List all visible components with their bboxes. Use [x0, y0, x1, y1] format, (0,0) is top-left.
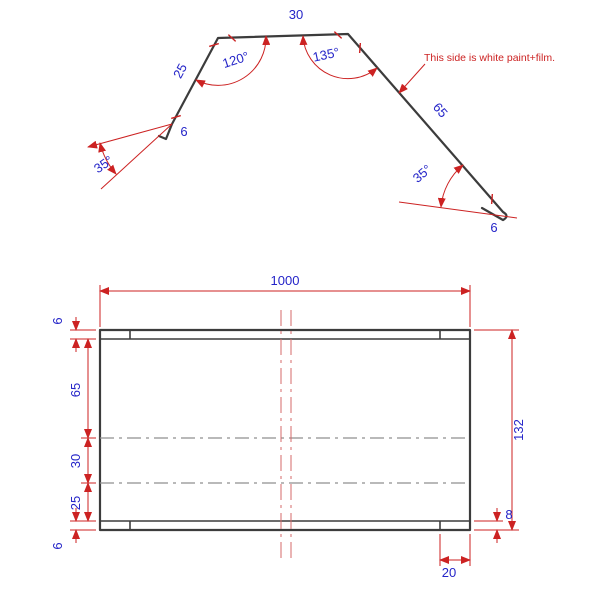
profile-dim-30-label: 30 — [289, 7, 303, 22]
plan-dim-30-label: 30 — [68, 454, 83, 468]
note-leader-line — [398, 63, 426, 94]
angle-35-left-line — [100, 123, 173, 190]
plan-dim-25-label: 25 — [68, 496, 83, 510]
profile-dim-6-left-label: 6 — [180, 124, 187, 139]
plan-view: 1000 132 65 30 25 6 6 8 — [50, 273, 526, 580]
paint-note-text: This side is white paint+film. — [424, 52, 555, 64]
angle-120-arc — [195, 35, 271, 88]
profile-view: 30 120° 135° 25 6 35° 65 35° 6 This side… — [87, 7, 555, 235]
plan-dim-8-label: 8 — [505, 507, 512, 522]
angle-35-right-line — [398, 201, 518, 219]
plan-dim-6-top-label: 6 — [50, 317, 65, 324]
tick — [358, 42, 362, 54]
profile-angle-35-right-label: 35° — [410, 161, 435, 185]
profile-angle-35-left-label: 35° — [91, 153, 116, 177]
plan-dim-20-label: 20 — [442, 565, 456, 580]
plan-outline — [98, 328, 472, 532]
plan-dim-132-label: 132 — [511, 419, 526, 441]
tick — [490, 193, 494, 205]
tick — [171, 114, 181, 120]
plan-dim-1000-label: 1000 — [271, 273, 300, 288]
angle-35-right-arc — [437, 164, 464, 208]
profile-dim-25-label: 25 — [170, 61, 190, 81]
profile-angle-135-label: 135° — [311, 44, 340, 64]
profile-dim-6-right-label: 6 — [490, 220, 497, 235]
angle-35-left-arc — [98, 142, 117, 175]
angle-135-arc — [299, 35, 378, 80]
profile-dim-65-label: 65 — [430, 100, 451, 121]
plan-dim-6-bottom-label: 6 — [50, 542, 65, 549]
profile-angle-120-label: 120° — [221, 48, 251, 71]
plan-dim-65-label: 65 — [68, 383, 83, 397]
